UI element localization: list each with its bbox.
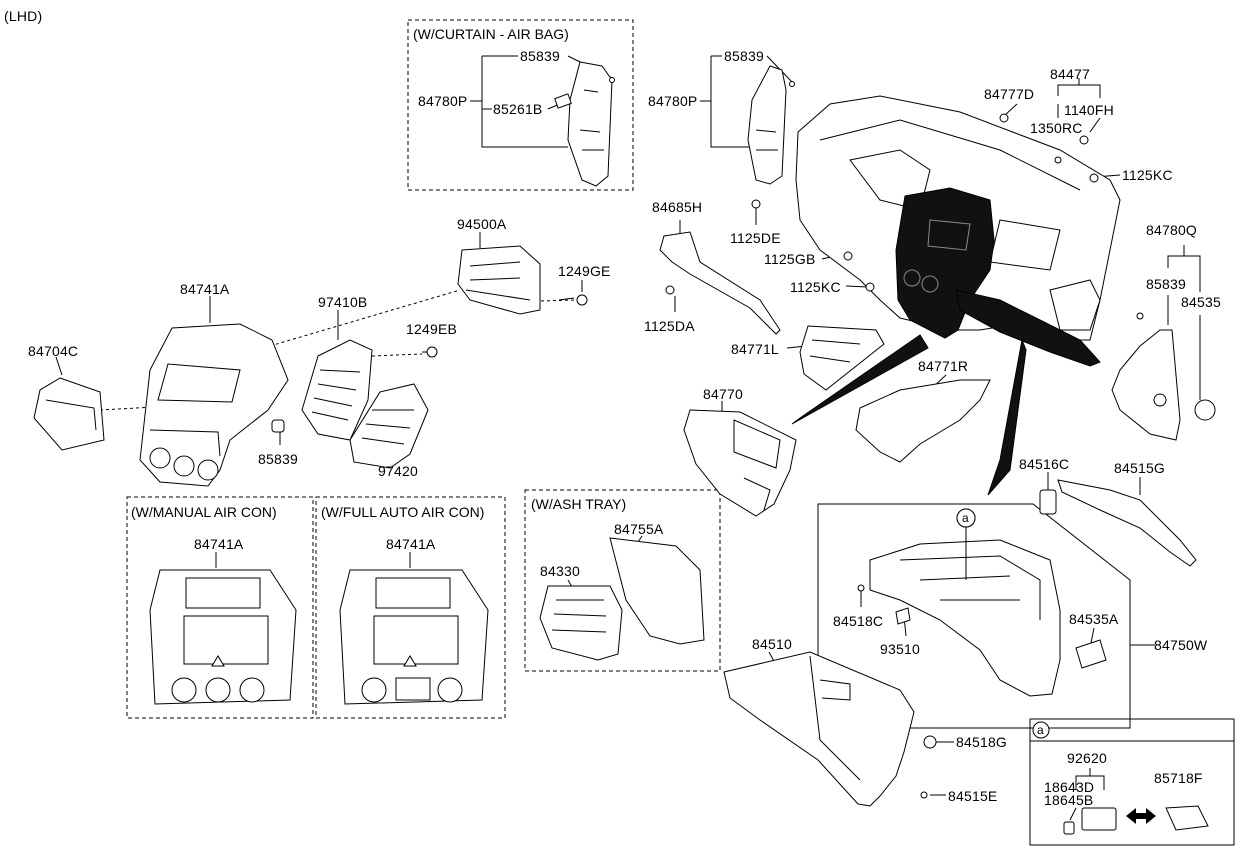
double-arrow-icon <box>1126 808 1156 824</box>
cover-84771l-shape <box>799 325 885 391</box>
ash-tray-box <box>524 489 721 672</box>
part-label: 1125GB <box>764 251 816 267</box>
part-label: 97410B <box>318 294 368 310</box>
part-label: 84515G <box>1114 460 1166 476</box>
manual-aircon-box <box>126 496 314 719</box>
part-label: 84535 <box>1181 294 1221 310</box>
lower-trim-black-shape <box>955 289 1101 367</box>
part-label: 94500A <box>457 216 507 232</box>
part-label: 85839 <box>520 48 560 64</box>
part-label: 1125KC <box>790 279 841 295</box>
part-label: 85718F <box>1154 770 1203 786</box>
full-auto-aircon-title: (W/FULL AUTO AIR CON) <box>321 504 485 520</box>
cover-84771r-shape <box>855 379 991 463</box>
part-label: 1125DA <box>644 318 695 334</box>
part-label: 1249EB <box>406 321 458 337</box>
part-label: 84741A <box>194 536 244 552</box>
part-label: 84535A <box>1069 611 1119 627</box>
pillar-trim-b-shape <box>747 65 787 185</box>
part-label: 84771L <box>731 341 779 357</box>
part-label: 84780Q <box>1146 222 1198 238</box>
part-label: 84750W <box>1154 637 1208 653</box>
full-auto-aircon-box <box>315 496 506 719</box>
curtain-airbag-title: (W/CURTAIN - AIR BAG) <box>413 26 569 42</box>
part-label: 84704C <box>28 343 79 359</box>
part-label: 1140FH <box>1064 102 1114 118</box>
part-label: 85261B <box>493 101 543 117</box>
detail-a-box <box>1029 718 1235 846</box>
bracket-84685h-shape <box>659 231 781 335</box>
part-label: 84777D <box>984 86 1035 102</box>
part-label: 93510 <box>880 641 920 657</box>
detail-a-circle-icon <box>1032 721 1050 739</box>
part-label: 84741A <box>180 281 230 297</box>
part-label: 1249GE <box>558 263 611 279</box>
glovebox-housing-shape <box>869 539 1061 697</box>
ashtray-84330-shape <box>539 585 623 661</box>
part-label: 97420 <box>378 463 418 479</box>
part-label: 84510 <box>752 636 792 652</box>
part-label: 1125DE <box>730 230 781 246</box>
part-label: 84685H <box>652 199 703 215</box>
part-label: 84477 <box>1050 66 1090 82</box>
part-label: 92620 <box>1067 750 1107 766</box>
part-label: 18643D <box>1044 779 1095 795</box>
part-label: 85839 <box>258 451 298 467</box>
part-label: 84515E <box>948 788 998 804</box>
part-label: 84516C <box>1019 456 1070 472</box>
part-label: 84518C <box>833 613 884 629</box>
ash-tray-title: (W/ASH TRAY) <box>531 496 627 512</box>
part-label: 84770 <box>703 386 743 402</box>
lower-panel-84770-shape <box>683 409 797 517</box>
part-label: 18645B <box>1044 792 1094 808</box>
part-label: 1350RC <box>1030 120 1083 136</box>
module-94500a-shape <box>457 245 541 315</box>
detail-a-label: a <box>1037 723 1044 737</box>
side-end-trim-shape <box>1111 329 1181 441</box>
curtain-airbag-box <box>407 19 634 191</box>
part-label: 84741A <box>386 536 436 552</box>
part-label: 85839 <box>724 48 764 64</box>
part-label: 84755A <box>614 521 664 537</box>
part-label: 84780P <box>418 93 468 109</box>
part-label: 85839 <box>1146 276 1186 292</box>
part-label: 84780P <box>648 93 698 109</box>
part-label: 1125KC <box>1122 167 1173 183</box>
variant-label: (LHD) <box>4 8 43 24</box>
part-label: 84771R <box>918 358 969 374</box>
part-label: 84330 <box>540 563 580 579</box>
vent-97410b-shape <box>301 339 373 441</box>
part-label: 84518G <box>956 734 1008 750</box>
bracket-84704c-shape <box>33 377 105 451</box>
ashtray-cover-84755a-shape <box>609 537 705 645</box>
callout-a-circle-icon <box>956 508 976 528</box>
manual-aircon-title: (W/MANUAL AIR CON) <box>131 504 277 520</box>
callout-a-label: a <box>962 511 969 525</box>
bracket-84515g-shape <box>1057 479 1197 567</box>
pillar-trim-a-shape <box>567 61 613 187</box>
